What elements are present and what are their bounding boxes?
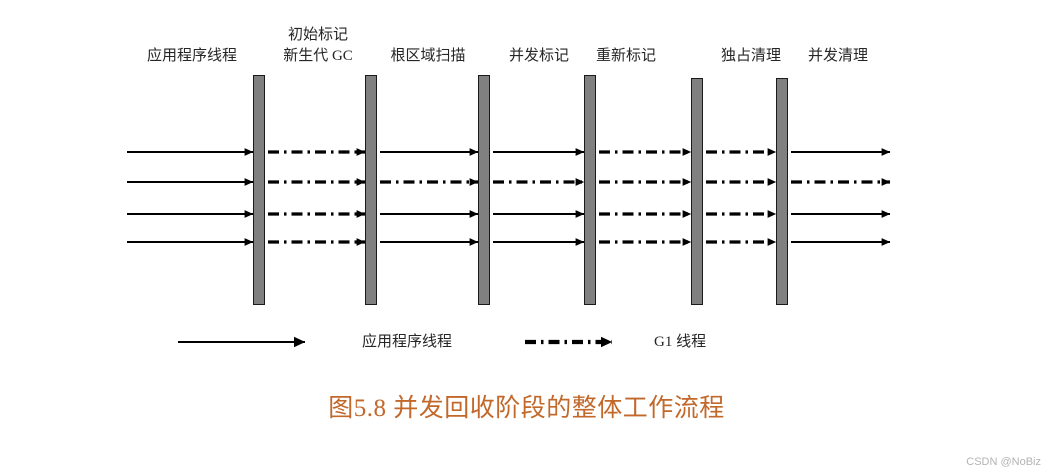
phase-bar-concurrent-mark [478,75,490,305]
phase-label-app-thread: 应用程序线程 [146,48,237,64]
phase-bar-initial-mark [253,75,265,305]
phase-label-root-region-scan: 根区域扫描 [390,48,466,64]
phase-label-concurrent-cleanup: 并发清理 [807,48,868,64]
phase-bar-exclusive-cleanup [691,78,703,305]
legend-label-g1-thread: G1 线程 [654,334,707,350]
legend-label-app-thread: 应用程序线程 [362,334,453,350]
phase-label-concurrent-mark: 并发标记 [508,48,569,64]
phase-label-exclusive-cleanup: 独占清理 [720,48,781,64]
phase-bar-root-region-scan [365,75,377,305]
phase-bar-concurrent-cleanup [776,78,788,305]
phase-label-remark: 重新标记 [595,48,656,64]
phase-label-initial-mark: 初始标记 新生代 GC [283,27,353,64]
watermark: CSDN @NoBiz [966,456,1041,468]
figure-caption: 图5.8 并发回收阶段的整体工作流程 [328,395,725,422]
phase-bar-remark [584,75,596,305]
